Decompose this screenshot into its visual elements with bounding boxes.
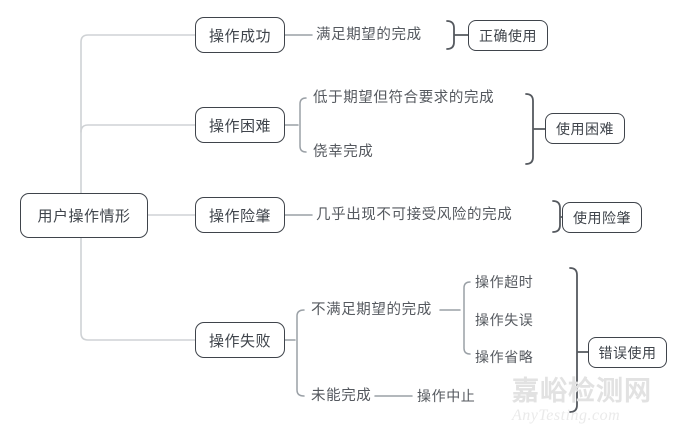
trunk-branch-difficult — [80, 124, 196, 133]
leaf-unsatisfied-completion: 不满足期望的完成 — [311, 302, 432, 318]
subleaf-operation-error: 操作失误 — [475, 312, 534, 328]
branch-node-failure[interactable]: 操作失败 — [195, 322, 285, 358]
branch-node-close-call[interactable]: 操作险肇 — [195, 197, 285, 233]
outcome-node-misuse-label: 错误使用 — [598, 344, 657, 361]
branch-node-success-label: 操作成功 — [208, 27, 271, 45]
leaf-near-unacceptable-risk: 几乎出现不可接受风险的完成 — [316, 207, 513, 223]
outcome-bracket-correct — [446, 20, 469, 50]
outcome-node-use-difficulty[interactable]: 使用困难 — [545, 113, 625, 144]
outcome-node-use-difficulty-label: 使用困难 — [556, 120, 614, 137]
branch-node-difficult[interactable]: 操作困难 — [195, 107, 285, 143]
leaf-lucky-completion: 侥幸完成 — [313, 144, 374, 160]
bracket-unsatisfied — [463, 281, 471, 355]
branch-node-close-call-label: 操作险肇 — [208, 207, 271, 225]
outcome-node-misuse[interactable]: 错误使用 — [588, 337, 667, 368]
outcome-bracket-difficulty — [525, 93, 546, 165]
outcome-node-use-close-call-label: 使用险肇 — [573, 209, 631, 226]
outcome-node-correct-use[interactable]: 正确使用 — [468, 20, 548, 51]
root-node-label: 用户操作情形 — [37, 208, 131, 225]
subleaf-operation-timeout: 操作超时 — [475, 274, 534, 290]
bracket-failure — [284, 309, 305, 397]
outcome-bracket-misuse — [569, 267, 589, 413]
outcome-node-correct-use-label: 正确使用 — [479, 27, 537, 44]
root-node[interactable]: 用户操作情形 — [20, 193, 148, 238]
branch-node-failure-label: 操作失败 — [208, 332, 271, 350]
outcome-node-use-close-call[interactable]: 使用险肇 — [562, 202, 642, 233]
subleaf-operation-abort: 操作中止 — [417, 388, 476, 404]
leaf-meets-expectation: 满足期望的完成 — [316, 27, 422, 43]
trunk-lower — [80, 237, 196, 341]
leaf-not-completed: 未能完成 — [311, 388, 372, 404]
bracket-difficult — [284, 97, 307, 153]
leaf-below-expectation-meets-requirement: 低于期望但符合要求的完成 — [313, 90, 495, 106]
branch-node-success[interactable]: 操作成功 — [195, 17, 285, 53]
subleaf-operation-omission: 操作省略 — [475, 349, 534, 365]
trunk-upper — [80, 34, 196, 216]
branch-node-difficult-label: 操作困难 — [208, 117, 271, 135]
